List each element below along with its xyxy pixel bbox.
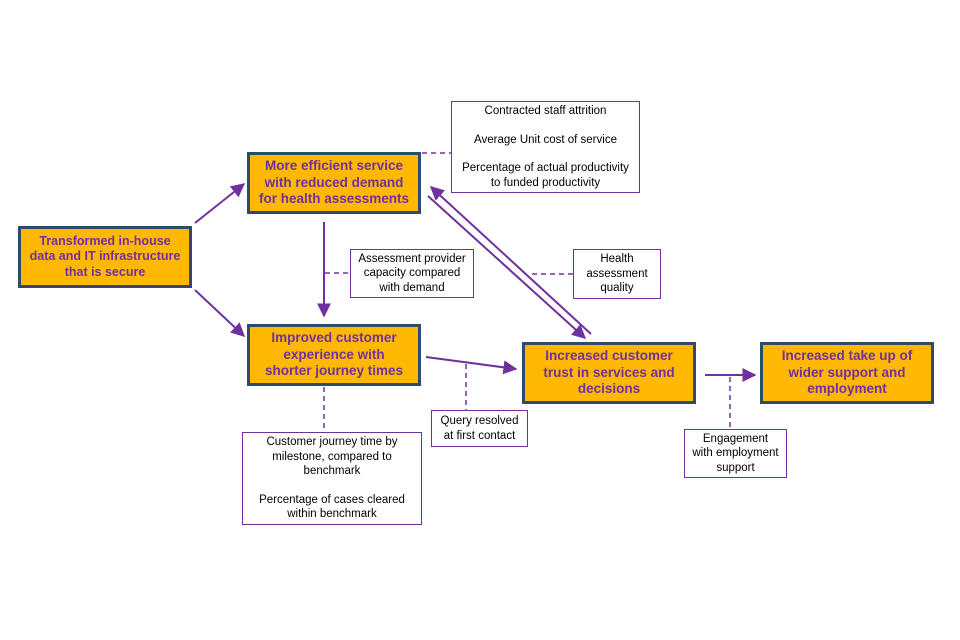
outcome-transformed-infrastructure: Transformed in-house data and IT infrast… [18,226,192,288]
arrow-transformed-to-improved [194,289,246,337]
measure-provider-capacity: Assessment provider capacity compared wi… [350,249,474,298]
measure-staff-and-cost: Contracted staff attrition Average Unit … [451,101,640,193]
outcome-more-efficient-service: More efficient service with reduced dema… [247,152,421,214]
arrow-improved-to-trust [425,356,518,375]
outcome-increased-customer-trust: Increased customer trust in services and… [522,342,696,404]
measure-employment-engagement: Engagement with employment support [684,429,787,478]
arrow-efficient-to-trust [427,195,587,339]
outcome-increased-take-up: Increased take up of wider support and e… [760,342,934,404]
arrow-trust-to-efficient [429,186,592,335]
measure-health-assessment-quality: Health assessment quality [573,249,661,299]
measure-journey-time: Customer journey time by milestone, comp… [242,432,422,525]
outcome-improved-customer-experience: Improved customer experience with shorte… [247,324,421,386]
measure-query-resolved: Query resolved at first contact [431,410,528,447]
arrow-transformed-to-efficient [194,183,246,224]
